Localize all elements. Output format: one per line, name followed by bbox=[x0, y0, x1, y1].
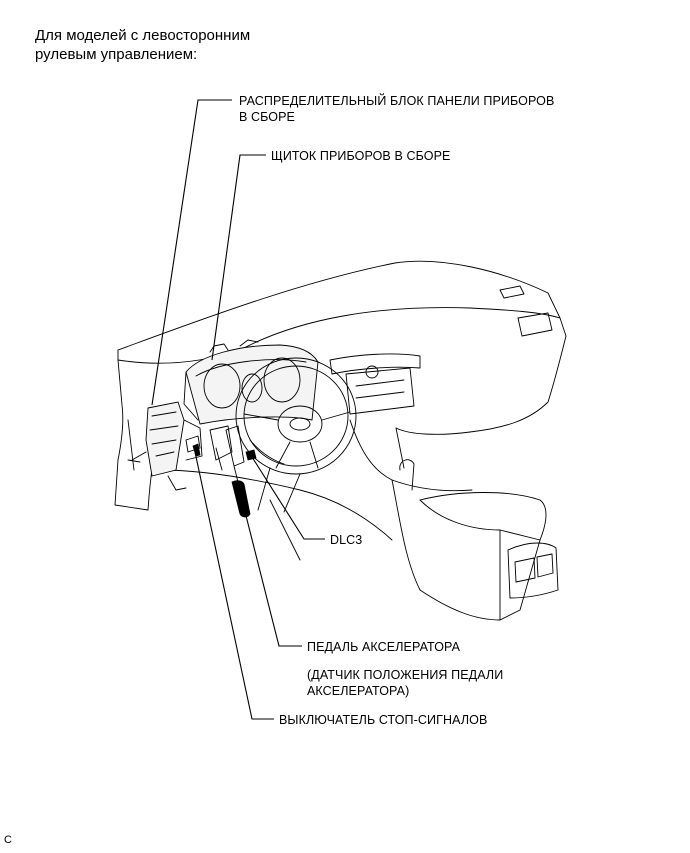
steering-wheel-drawing bbox=[235, 357, 357, 513]
label-accelerator-sensor: (ДАТЧИК ПОЛОЖЕНИЯ ПЕДАЛИ АКСЕЛЕРАТОРА) bbox=[307, 668, 504, 698]
leader-junction-block bbox=[151, 99, 232, 406]
corner-mark: C bbox=[4, 834, 12, 846]
stop-light-switch-drawing bbox=[185, 425, 233, 471]
diagram-heading: Для моделей с левосторонним рулевым упра… bbox=[35, 27, 251, 63]
label-combination-meter: ЩИТОК ПРИБОРОВ В СБОРЕ bbox=[271, 149, 451, 163]
label-instrument-panel-junction-block: РАСПРЕДЕЛИТЕЛЬНЫЙ БЛОК ПАНЕЛИ ПРИБОРОВ В… bbox=[239, 94, 555, 124]
dlc3-drawing bbox=[245, 449, 257, 461]
accelerator-pedal-drawing bbox=[225, 425, 251, 518]
leader-combination-meter bbox=[211, 154, 266, 361]
label-accelerator-pedal: ПЕДАЛЬ АКСЕЛЕРАТОРА bbox=[307, 640, 461, 654]
leader-dlc3 bbox=[251, 456, 325, 540]
leader-stop-light-switch bbox=[194, 451, 274, 720]
leader-accelerator-pedal bbox=[241, 499, 302, 647]
leader-lines bbox=[151, 99, 325, 720]
dashboard-outline bbox=[114, 260, 567, 621]
combination-meter-drawing bbox=[183, 339, 319, 425]
junction-block-drawing bbox=[131, 401, 203, 491]
label-dlc3: DLC3 bbox=[330, 533, 363, 547]
label-stop-light-switch: ВЫКЛЮЧАТЕЛЬ СТОП-СИГНАЛОВ bbox=[279, 713, 488, 727]
